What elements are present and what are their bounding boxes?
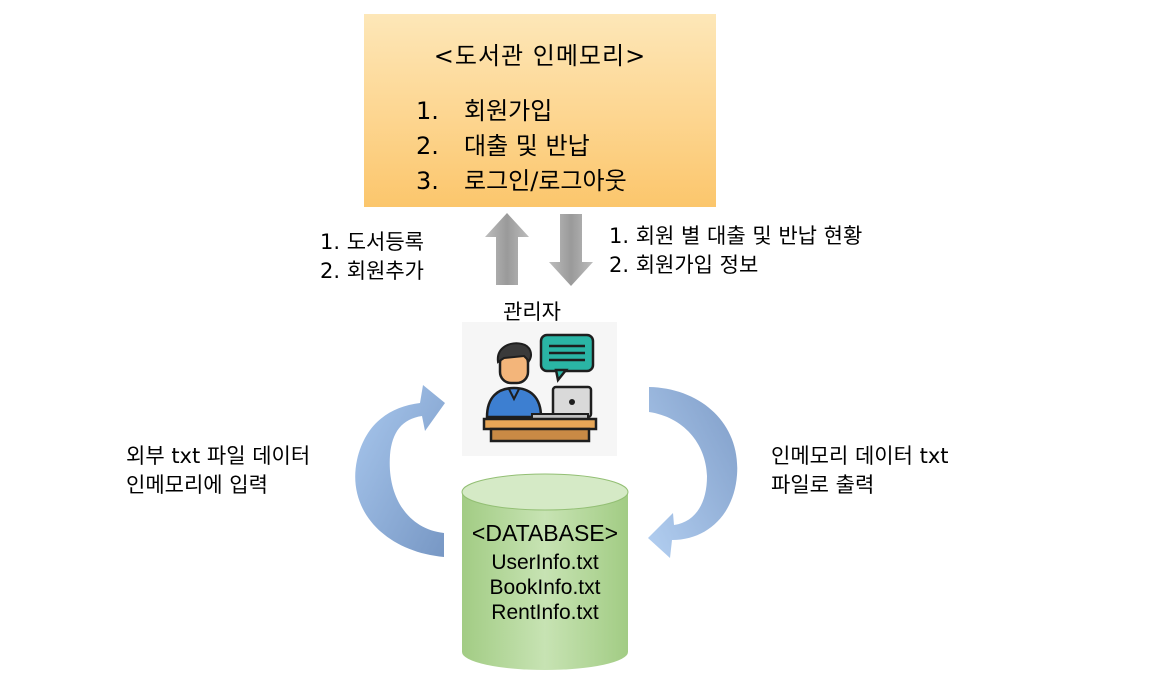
load-description-line: 인메모리에 입력 bbox=[126, 473, 268, 497]
in-memory-box: <도서관 인메모리> 1. 회원가입 2. 대출 및 반납 3. 로그인/로그아… bbox=[364, 14, 716, 207]
database-file: RentInfo.txt bbox=[491, 601, 599, 624]
admin-upload-line: 2. 회원추가 bbox=[320, 259, 424, 283]
memory-item: 2. 대출 및 반납 bbox=[416, 129, 627, 164]
admin-upload-line: 1. 도서등록 bbox=[320, 230, 424, 254]
memory-item-label: 로그인/로그아웃 bbox=[464, 167, 627, 195]
admin-at-laptop-icon bbox=[462, 322, 617, 456]
admin-upload-label: 1. 도서등록 2. 회원추가 bbox=[320, 228, 424, 286]
database-file: BookInfo.txt bbox=[489, 576, 601, 599]
admin-download-line: 2. 회원가입 정보 bbox=[609, 253, 759, 277]
up-arrow-icon bbox=[485, 213, 529, 285]
admin-download-label: 1. 회원 별 대출 및 반납 현황 2. 회원가입 정보 bbox=[609, 222, 862, 280]
memory-item-number: 2. bbox=[416, 132, 439, 160]
load-description-line: 외부 txt 파일 데이터 bbox=[126, 444, 311, 468]
memory-item-label: 대출 및 반납 bbox=[464, 132, 590, 160]
memory-item: 1. 회원가입 bbox=[416, 94, 627, 129]
curved-arrow-save-icon bbox=[648, 387, 738, 558]
memory-item: 3. 로그인/로그아웃 bbox=[416, 164, 627, 199]
memory-item-number: 3. bbox=[416, 167, 439, 195]
memory-item-number: 1. bbox=[416, 97, 439, 125]
admin-download-line: 1. 회원 별 대출 및 반납 현황 bbox=[609, 224, 863, 248]
memory-title: <도서관 인메모리> bbox=[433, 42, 647, 70]
memory-item-label: 회원가입 bbox=[464, 97, 553, 125]
database-cylinder-icon bbox=[461, 473, 629, 670]
curved-arrow-load-icon bbox=[355, 385, 445, 557]
save-description: 인메모리 데이터 txt 파일로 출력 bbox=[771, 442, 949, 500]
down-arrow-icon bbox=[549, 214, 593, 286]
memory-function-list: 1. 회원가입 2. 대출 및 반납 3. 로그인/로그아웃 bbox=[416, 94, 627, 199]
admin-label: 관리자 bbox=[503, 300, 561, 324]
load-description: 외부 txt 파일 데이터 인메모리에 입력 bbox=[126, 442, 310, 500]
database-file: UserInfo.txt bbox=[491, 551, 599, 574]
database-title: <DATABASE> bbox=[471, 520, 619, 546]
save-description-line: 인메모리 데이터 txt bbox=[771, 444, 949, 468]
save-description-line: 파일로 출력 bbox=[771, 473, 875, 497]
